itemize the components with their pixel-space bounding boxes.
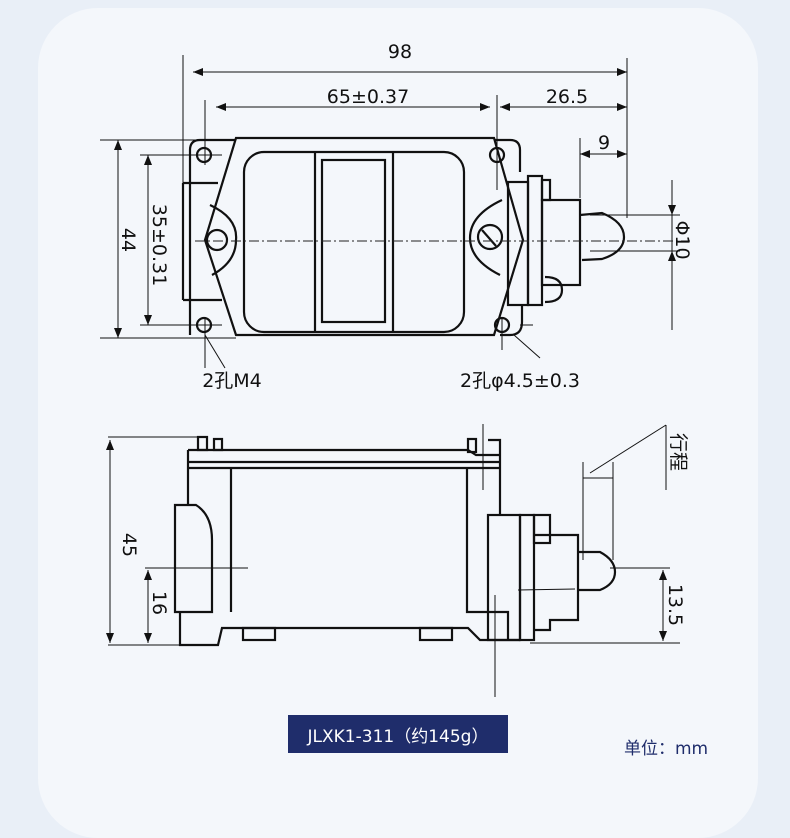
top-view: 98 65±0.37 26.5 9 Φ10 44 35±0.31 2孔M4 2孔… — [100, 41, 693, 392]
dim-total-height: 45 — [118, 533, 140, 557]
dim-hole-spacing: 65±0.37 — [327, 86, 409, 108]
screw-icon — [476, 223, 504, 251]
side-view: 45 16 13.5 行程 — [106, 424, 689, 697]
side-extension-lines — [106, 424, 680, 697]
technical-drawing: 98 65±0.37 26.5 9 Φ10 44 35±0.31 2孔M4 2孔… — [100, 41, 693, 697]
model-label: JLXK1-311（约145g） — [288, 715, 508, 753]
dim-plunger-height: 13.5 — [664, 584, 686, 626]
unit-label: 单位：mm — [624, 739, 709, 759]
dim-base-height: 16 — [148, 591, 170, 615]
switch-body-side — [173, 435, 617, 647]
label-threaded-holes: 2孔M4 — [202, 370, 262, 392]
dim-hole-vertical-spacing: 35±0.31 — [148, 204, 170, 286]
dim-actuator-offset: 26.5 — [546, 86, 588, 108]
mounting-hole-icon — [195, 316, 213, 334]
label-stroke: 行程 — [667, 433, 689, 471]
dim-plunger-length: 9 — [598, 132, 610, 154]
dim-plunger-diameter: Φ10 — [671, 220, 693, 259]
switch-body-top — [181, 136, 626, 337]
mounting-hole-icon — [488, 146, 506, 164]
dimension-lines — [114, 68, 676, 369]
mounting-hole-icon — [195, 146, 213, 164]
label-through-holes: 2孔φ4.5±0.3 — [460, 370, 580, 392]
mounting-hole-icon — [493, 316, 511, 334]
dim-total-length: 98 — [388, 41, 412, 63]
drawing-card — [38, 8, 758, 838]
dim-height: 44 — [117, 228, 139, 252]
